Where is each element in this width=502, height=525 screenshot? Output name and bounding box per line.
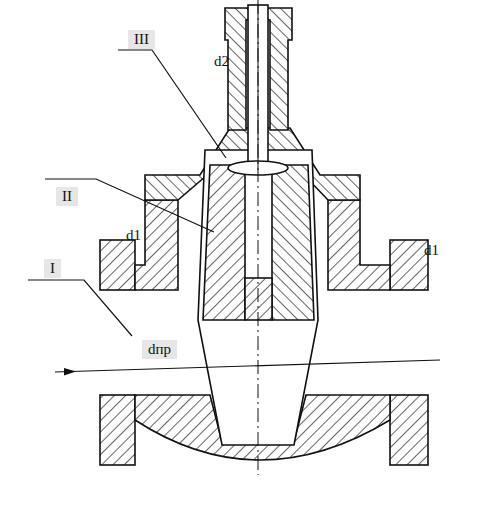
body-neck-right — [328, 200, 390, 290]
section-mark: II — [56, 187, 78, 206]
leader-line — [45, 179, 214, 232]
dimension-label: d2 — [214, 54, 229, 69]
gate-disc-right — [272, 165, 314, 320]
flow-arrow — [64, 368, 76, 376]
right-flange-lower — [390, 395, 428, 465]
vertical-axis — [258, 0, 259, 475]
dimension-label: d1 — [424, 243, 439, 258]
dimension-label: dпр — [142, 340, 177, 359]
leader-line — [118, 50, 226, 158]
flow-axis — [55, 360, 440, 372]
left-flange-upper — [100, 240, 135, 290]
left-flange-lower — [100, 395, 135, 465]
section-mark: I — [44, 259, 61, 278]
dimension-label: d1 — [126, 228, 141, 243]
gate-disc-left — [203, 165, 245, 320]
leader-line — [28, 280, 132, 336]
section-mark: III — [128, 30, 155, 49]
right-flange-upper — [390, 240, 428, 290]
